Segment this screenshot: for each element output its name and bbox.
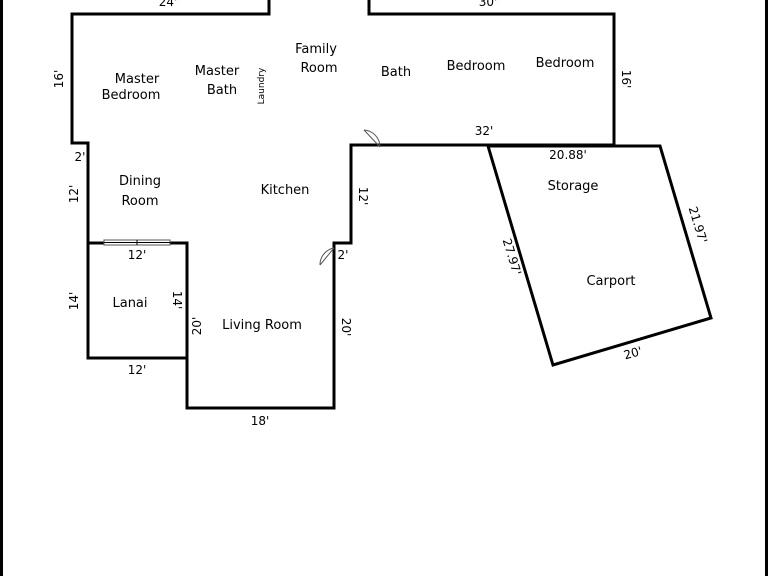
dim-right-upper: 16' — [619, 70, 633, 89]
room-label-living-room: Living Room — [222, 318, 302, 333]
dim-lanai-bottom: 12' — [128, 363, 147, 377]
dim-storage-top: 20.88' — [549, 148, 587, 162]
room-label-master-bath-line1: Master — [195, 64, 240, 79]
room-label-kitchen: Kitchen — [261, 183, 310, 198]
room-label-carport: Carport — [586, 274, 635, 289]
dim-carport-bottom: 20' — [622, 344, 644, 363]
dim-left-notch: 2' — [75, 150, 86, 164]
dim-left-upper: 16' — [52, 70, 66, 89]
dim-top-right: 30' — [479, 0, 498, 9]
room-label-dining-room-line1: Dining — [119, 174, 161, 189]
dim-storage-right: 21.97' — [686, 205, 710, 245]
room-label-lanai: Lanai — [112, 296, 147, 311]
dim-left-dining: 12' — [67, 185, 81, 204]
kitchen-door-icon — [319, 247, 335, 266]
dim-lanai-left: 14' — [67, 292, 81, 311]
dim-kitchen-notch: 2' — [338, 248, 349, 262]
storage-carport-outline — [485, 144, 713, 367]
house-outline — [70, 0, 616, 410]
dim-top-left: 24' — [159, 0, 178, 9]
dim-upper-edge-right: 32' — [475, 124, 494, 138]
room-label-bedroom-2: Bedroom — [536, 56, 595, 71]
dim-lanai-right: 14' — [170, 291, 184, 310]
room-label-family-room-line1: Family — [295, 42, 337, 57]
room-label-laundry: Laundry — [257, 67, 267, 104]
room-label-bath: Bath — [381, 65, 411, 80]
dim-living-bottom: 18' — [251, 414, 270, 428]
room-label-bedroom-1: Bedroom — [447, 59, 506, 74]
room-label-dining-room-line2: Room — [121, 194, 158, 209]
dim-lanai-top: 12' — [128, 248, 147, 262]
room-label-master-bedroom-line2: Bedroom — [102, 88, 161, 103]
room-label-storage: Storage — [548, 179, 599, 194]
dim-living-right: 20' — [339, 318, 353, 337]
room-label-family-room-line2: Room — [300, 61, 337, 76]
room-label-master-bedroom-line1: Master — [115, 72, 160, 87]
room-label-master-bath-line2: Bath — [207, 83, 237, 98]
dim-kitchen-right: 12' — [356, 187, 370, 206]
entry-door-icon — [363, 129, 381, 148]
dim-living-left: 20' — [190, 317, 204, 336]
